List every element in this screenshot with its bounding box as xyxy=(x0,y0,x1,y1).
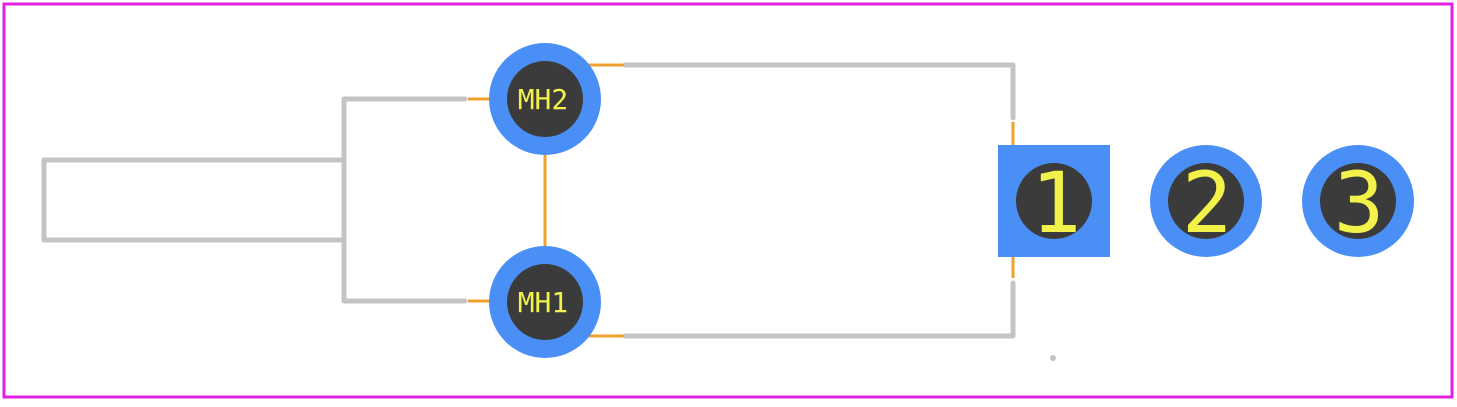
pin-2-drill xyxy=(1168,163,1244,239)
silkscreen-body-left xyxy=(341,96,468,304)
pin-2-label: 2 xyxy=(1182,154,1233,252)
courtyard-lines xyxy=(468,63,1015,338)
mh1-drill xyxy=(507,264,583,340)
silkscreen-actuator xyxy=(41,157,347,243)
pin-3-drill xyxy=(1320,163,1396,239)
origin-marker xyxy=(1050,355,1056,361)
mh2-label: MH2 xyxy=(518,83,569,116)
pin-1: 1 xyxy=(998,145,1110,257)
mh2-drill xyxy=(507,61,583,137)
mounting-hole-mh2: MH2 xyxy=(489,43,601,155)
pin-1-label: 1 xyxy=(1031,154,1082,252)
mh1-label: MH1 xyxy=(518,286,569,319)
pin-2: 2 xyxy=(1150,145,1262,257)
mounting-hole-mh1: MH1 xyxy=(489,246,601,358)
silkscreen-body-bottom xyxy=(622,280,1016,339)
silkscreen-outline xyxy=(41,62,1016,339)
pin-1-drill xyxy=(1016,163,1092,239)
pin-3-label: 3 xyxy=(1334,154,1385,252)
board-outline xyxy=(2,2,1454,399)
pin-3: 3 xyxy=(1302,145,1414,257)
silkscreen-body-top xyxy=(622,62,1016,121)
